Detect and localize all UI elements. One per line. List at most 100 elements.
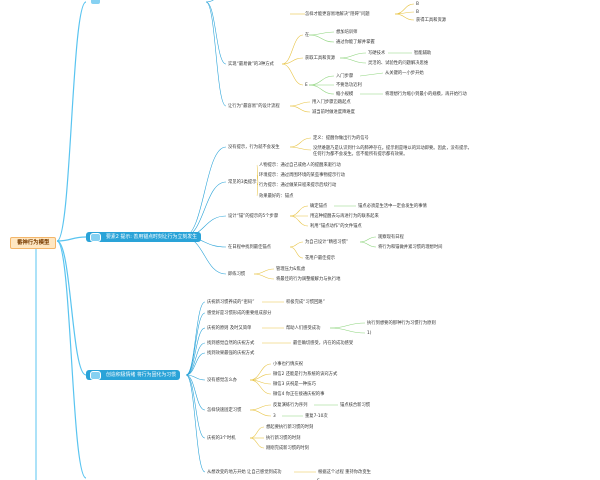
node-text[interactable]: 设计“锚”的提示的5个步骤: [228, 214, 279, 219]
root-node[interactable]: 番神行为模型: [10, 237, 57, 249]
node-text[interactable]: 花用户最佳提示: [305, 256, 336, 261]
node-text[interactable]: 定义：提醒你做出行为的信号: [313, 136, 369, 141]
main-branch-3[interactable]: 创造积极情绪 将行为固化为习惯: [86, 370, 181, 380]
node-text[interactable]: 锚点必须是生活中一定会发生的事情: [358, 204, 427, 209]
connector-line: [289, 146, 312, 151]
node-text[interactable]: 在: [305, 33, 310, 38]
node-text[interactable]: 帮助人们感受成功: [286, 326, 321, 331]
node-text[interactable]: 为自己设计“精密习惯”: [305, 240, 349, 245]
node-text[interactable]: 环境提示：通过周围环境的某些事物提示行动: [259, 173, 345, 178]
node-text[interactable]: 管理压力&焦虑: [276, 267, 306, 272]
node-text[interactable]: 怎样快速固定习惯: [207, 408, 242, 413]
node-text[interactable]: 写硬技术: [368, 51, 386, 56]
node-text[interactable]: 将行为和锚做并紧习惯的理想时间: [378, 245, 443, 250]
node-text[interactable]: 灵活的、试验性的问题解决思维: [368, 61, 429, 66]
node-text[interactable]: 让行为“最容易”的设计流程: [228, 104, 280, 109]
node-text[interactable]: 3: [273, 414, 276, 419]
node-text[interactable]: B: [416, 10, 419, 15]
connector-line: [182, 181, 227, 238]
node-text[interactable]: 人物提示：通过自己或他人的提醒来驱行动: [259, 163, 341, 168]
node-text[interactable]: 任何行为都不会发生。您不能所有提示都有效果。: [313, 152, 408, 157]
node-text[interactable]: E: [305, 83, 308, 88]
node-text[interactable]: 在日程中找到最佳锚点: [228, 245, 271, 250]
node-text[interactable]: 实现“最易做”的3种方式: [228, 62, 274, 67]
node-text[interactable]: 将最佳的行为调整缓解力与执行地: [276, 277, 341, 282]
node-text[interactable]: 反复演练行为序列: [273, 403, 308, 408]
node-text[interactable]: 减当前时做进度降难度: [312, 110, 355, 115]
node-text[interactable]: 小事也行情庆祝: [273, 362, 304, 367]
node-text[interactable]: 没然难题乃是认识到什么的肺神存在。提示则是唯以的异动即要。因此，没有提示，: [313, 146, 472, 151]
connector-line: [249, 363, 272, 381]
connector-line: [289, 105, 311, 113]
node-text[interactable]: 效果最好的：锚点: [259, 194, 294, 199]
connector-line: [308, 34, 335, 43]
connector-line: [289, 101, 311, 107]
node-text[interactable]: 从想改变的地方开始 让自己感觉到成功: [207, 470, 282, 475]
node-text[interactable]: 感觉好是习惯形成的重要组成部分: [207, 311, 272, 316]
node-text[interactable]: 用这种提醒去与再进行为的联系起来: [310, 214, 379, 219]
connector-line: [281, 34, 304, 65]
connector-line: [205, 0, 214, 3]
main-branch-2[interactable]: 要素2 提示: 善用锚点时刻让行为立刻发生: [86, 232, 202, 242]
node-text[interactable]: 根据这个过程 重持你改变生: [318, 470, 371, 475]
connector-line: [185, 352, 206, 376]
node-text[interactable]: 不要急功近利: [336, 83, 362, 88]
node-text[interactable]: 找到效果最强的庆祝方式: [207, 351, 255, 356]
node-text[interactable]: 庆祝的3个时机: [207, 436, 236, 441]
node-text[interactable]: 智能辅助: [414, 51, 432, 56]
node-text[interactable]: 最佳确切感受，内在的成功感受: [293, 341, 354, 346]
node-text[interactable]: 重复7-10次: [305, 414, 328, 419]
node-text[interactable]: 锚点核合新习惯: [340, 403, 371, 408]
connector-line: [185, 342, 206, 376]
connector-line: [249, 404, 272, 411]
node-text[interactable]: 找到感觉自然的庆祝方式: [207, 341, 255, 346]
node-text[interactable]: 刚刚完成新习惯的时刻: [266, 446, 309, 451]
node-text[interactable]: 执行到想要的那种行为习惯行为原则: [367, 321, 436, 326]
node-text[interactable]: 积极完成“习惯回路”: [286, 300, 325, 305]
node-text[interactable]: 从关键的一小步开始: [385, 71, 424, 76]
connector-line: [308, 84, 335, 95]
node-text[interactable]: 将理想行为缩小到最小的规模，再开始行动: [385, 92, 467, 97]
node-text[interactable]: 微信4 你正在接通庆祝的事: [273, 392, 325, 397]
node-text[interactable]: 庆祝新习惯养成的“密码”: [207, 300, 255, 305]
connector-line: [329, 322, 366, 329]
connector-line: [339, 57, 367, 64]
node-text[interactable]: 怎样才能更容易地解决“阻碍”问题: [305, 12, 370, 17]
node-text[interactable]: 微信3 庆祝是一种技巧: [273, 382, 316, 387]
node-text[interactable]: 获得工具和资源: [416, 18, 447, 23]
connector-line: [256, 181, 259, 197]
node-text[interactable]: 确定锚点: [310, 204, 328, 209]
connector-line: [56, 240, 87, 376]
node-text[interactable]: 缩小规模: [336, 92, 354, 97]
connector-line: [182, 236, 227, 275]
node-text[interactable]: 行为提示：通过做某日程来提示后续行动: [259, 183, 337, 188]
node-text[interactable]: 执行新习惯的时刻: [266, 436, 301, 441]
node-text[interactable]: 获取工具和资源: [305, 56, 336, 61]
node-text[interactable]: 常见的3类提示: [228, 180, 257, 185]
node-text[interactable]: 通过你能了解并掌握: [336, 40, 375, 45]
node-text[interactable]: 没有提示，行为就不会发生: [228, 145, 280, 150]
main-branch-label: 要素2 提示: 善用锚点时刻让行为立刻发生: [106, 234, 198, 240]
node-text[interactable]: 没有感觉怎么办: [207, 378, 238, 383]
connector-line: [249, 437, 265, 449]
node-text[interactable]: 用入门步骤迈踏起点: [312, 100, 351, 105]
node-text[interactable]: B: [416, 2, 419, 7]
connector-line: [289, 241, 304, 248]
connector-line: [359, 236, 377, 243]
node-text[interactable]: 入门步骤: [336, 74, 354, 79]
connector-line: [289, 215, 309, 227]
node-text[interactable]: 想起要执行新习惯的时刻: [266, 425, 314, 430]
node-text[interactable]: 想加培训师: [336, 30, 358, 35]
topic-icon: [90, 233, 101, 242]
node-text[interactable]: 观察现有日程: [378, 235, 404, 240]
node-text[interactable]: 庆祝的原则 及时又简单: [207, 326, 252, 331]
connector-line: [329, 327, 366, 334]
node-text[interactable]: 利用“锚点动作”的文件锚点: [310, 224, 362, 229]
node-text[interactable]: 微信2 还能是行为系统的诀窍方式: [273, 372, 338, 377]
node-text[interactable]: 即练习惯: [228, 272, 246, 277]
node-text[interactable]: 1): [367, 331, 372, 336]
connector-line: [289, 137, 312, 148]
connector-line: [359, 72, 384, 77]
main-branch-label: 创造积极情绪 将行为固化为习惯: [106, 372, 177, 378]
